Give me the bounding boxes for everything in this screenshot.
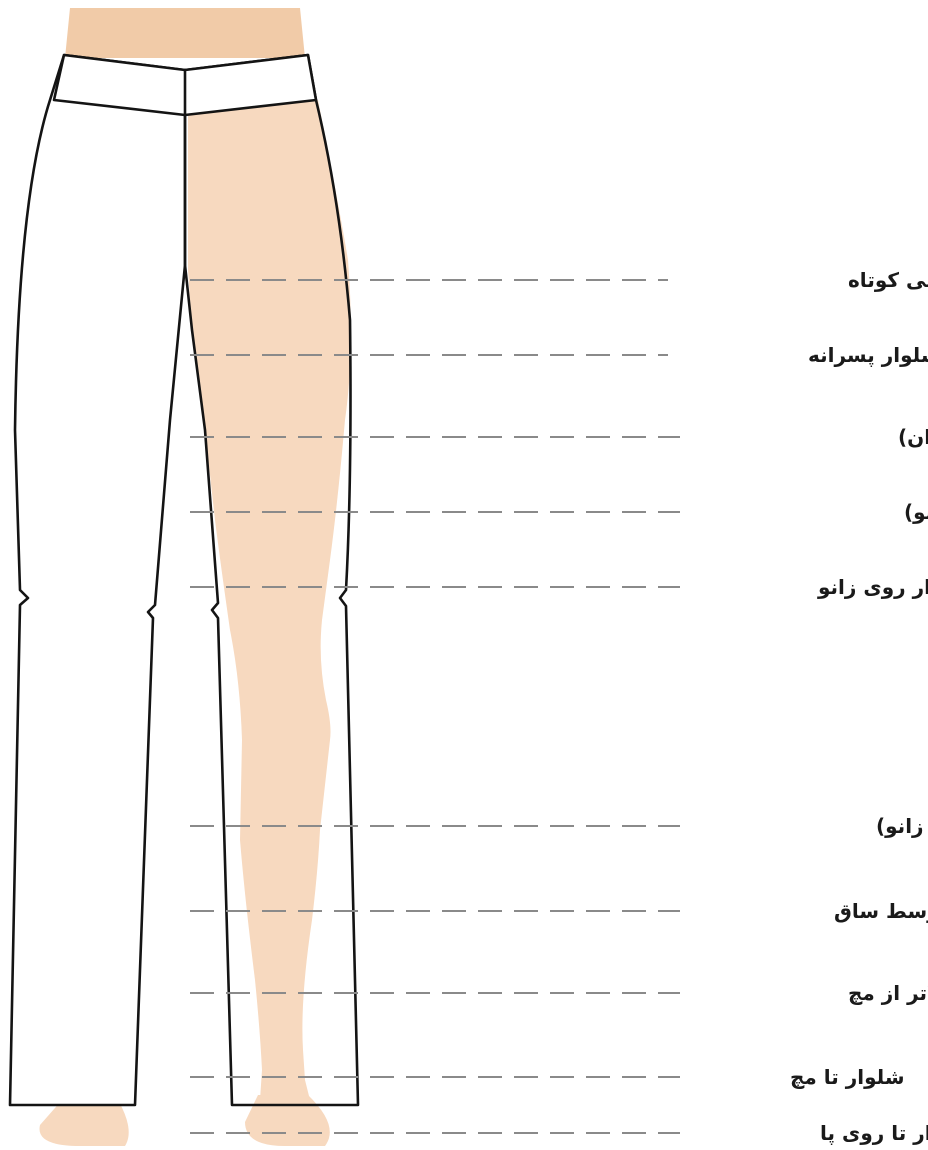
label-jamaica: شلوار جامائیکا (وسط ران) [898, 425, 928, 449]
label-golf: شلوار گلف (زیر زانو) [876, 814, 928, 838]
label-foot: شلوار تا روی پا [820, 1121, 928, 1146]
right-leg-skin [188, 100, 351, 1100]
label-very-short: شلوار خیلی کوتاه [848, 268, 928, 292]
label-above-ankle: شلوار بالاتر از مچ [848, 981, 928, 1005]
label-bermuda: شلوار برمودا (بالای زانو) [904, 500, 928, 524]
left-foot [40, 1100, 129, 1146]
label-boys: شلوار پسرانه [808, 343, 928, 368]
label-knee: شلوار روی زانو [817, 575, 928, 599]
right-foot [245, 1095, 330, 1146]
torso-skin [65, 8, 305, 58]
label-ankle: شلوار تا مچ [790, 1065, 904, 1089]
label-mid-calf: شلوار وسط ساق [834, 899, 928, 923]
left-pant-leg [10, 55, 185, 1105]
